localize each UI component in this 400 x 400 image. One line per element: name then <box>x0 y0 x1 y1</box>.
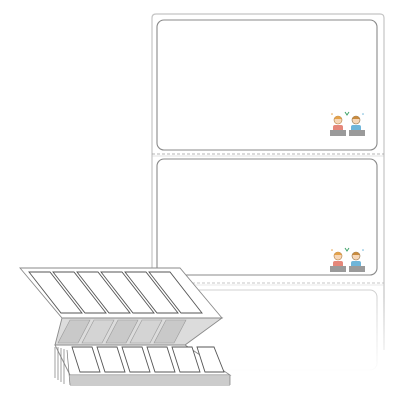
label-1 <box>156 19 378 151</box>
top-strip <box>19 267 223 319</box>
two-people-at-desks-icon <box>330 111 365 136</box>
perforation-line <box>152 153 384 157</box>
stack-edges <box>54 347 231 386</box>
label-2 <box>156 158 378 276</box>
fanfold-stack <box>19 267 232 386</box>
bottom-strip <box>54 344 232 376</box>
two-people-at-desks-icon <box>330 247 365 272</box>
middle-fold <box>54 317 224 346</box>
carrier-sheet <box>151 13 385 350</box>
